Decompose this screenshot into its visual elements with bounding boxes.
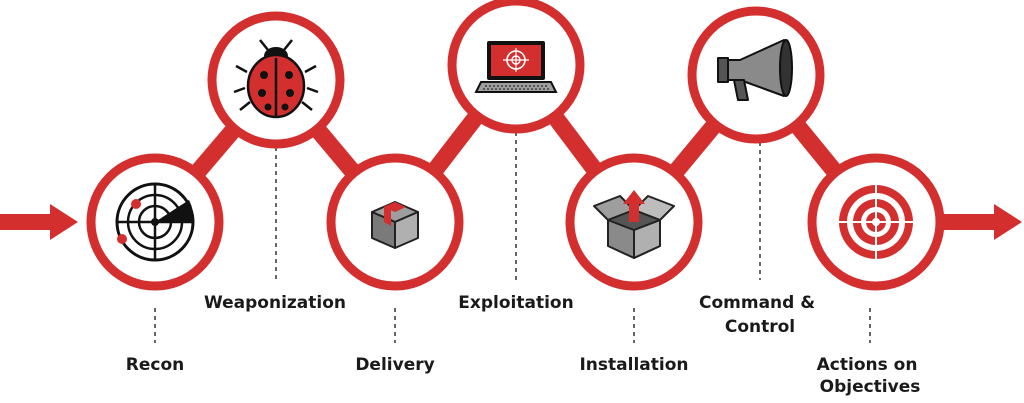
stage-weaponization (207, 11, 345, 149)
entry-arrow (0, 204, 78, 240)
exit-arrow (935, 204, 1022, 240)
stage-label-actions-on-objectives: Actions on Objectives (817, 355, 924, 397)
stage-installation (565, 153, 703, 291)
stage-delivery (326, 153, 464, 291)
stage-actions-on-objectives (807, 153, 945, 291)
stage-exploitation (447, 0, 585, 134)
package-icon (371, 201, 419, 249)
target-icon (834, 180, 918, 264)
stage-command-control (687, 6, 825, 144)
stage-label-installation: Installation (579, 355, 688, 375)
leader-lines (154, 132, 871, 343)
open-box-arrow-icon (593, 190, 675, 259)
stage-recon (86, 153, 224, 291)
ladybug-icon (233, 39, 319, 119)
megaphone-icon (717, 39, 793, 101)
radar-icon (115, 182, 195, 262)
stage-label-command-control: Command & Control (699, 293, 821, 337)
stage-label-recon: Recon (126, 355, 184, 375)
laptop-target-icon (474, 41, 558, 93)
stage-label-exploitation: Exploitation (458, 293, 573, 313)
stage-label-weaponization: Weaponization (204, 293, 346, 313)
stage-label-delivery: Delivery (355, 355, 434, 375)
